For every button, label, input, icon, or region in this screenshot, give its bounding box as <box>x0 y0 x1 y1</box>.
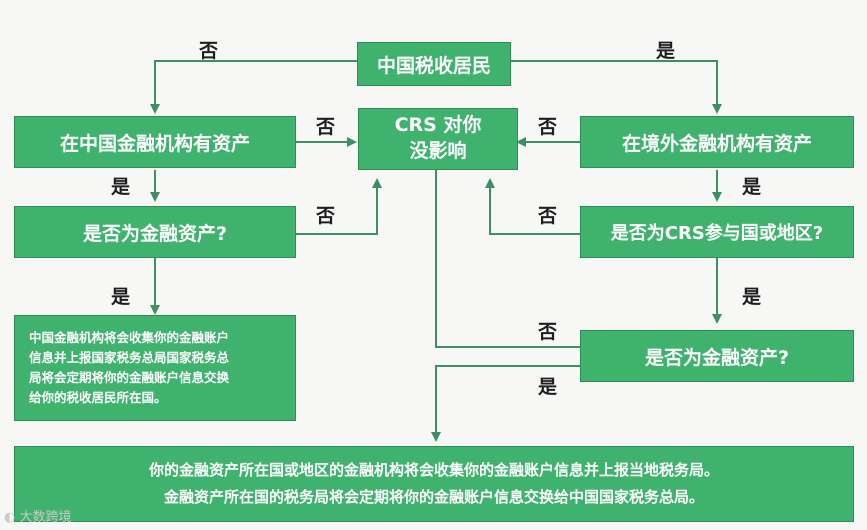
left-note-line-4: 给你的税收居民所在国。 <box>29 390 167 406</box>
left-note-line-3: 局将会定期将你的金融账户信息交换 <box>29 370 230 385</box>
arrow-right-financial-yes-to-bottom <box>431 365 580 442</box>
node-left-is-financial-asset-text: 是否为金融资产? <box>82 222 228 245</box>
label-yes-right-1: 是 <box>742 176 762 198</box>
label-yes-right-financial: 是 <box>538 376 558 398</box>
node-left-is-financial-asset: 是否为金融资产? <box>14 206 296 258</box>
bottom-outcome-line-2: 金融资产所在国的税务局将会定期将你的金融账户信息交换给中国国家税务总局。 <box>163 488 704 506</box>
label-no-left-financial: 否 <box>316 205 336 227</box>
arrow-participant-no-to-crs <box>485 178 580 235</box>
node-crs-no-effect: CRS 对你 没影响 <box>358 108 518 170</box>
node-crs-participant-text: 是否为CRS参与国或地区? <box>610 223 824 244</box>
node-china-assets-text: 在中国金融机构有资产 <box>59 132 250 155</box>
label-no-right-participant: 否 <box>538 205 558 227</box>
node-overseas-assets: 在境外金融机构有资产 <box>580 116 854 168</box>
watermark-logo: ◐ 大数跨境 <box>4 506 72 525</box>
arrow-financial-no-to-crs <box>296 178 382 235</box>
node-right-is-financial-asset-text: 是否为金融资产? <box>644 346 790 369</box>
label-yes-left-1: 是 <box>111 176 131 198</box>
watermark-text: 大数跨境 <box>19 510 72 525</box>
label-no-china-to-crs: 否 <box>316 116 336 138</box>
node-crs-no-effect-line2: 没影响 <box>409 140 467 162</box>
node-right-is-financial-asset: 是否为金融资产? <box>580 330 854 382</box>
bottom-outcome-line-1: 你的金融资产所在国或地区的金融机构将会收集你的金融账户信息并上报当地税务局。 <box>148 461 719 479</box>
node-left-note: 中国金融机构将会收集你的金融账户 信息并上报国家税务总局国家税务总 局将会定期将… <box>14 315 296 421</box>
node-crs-no-effect-line1: CRS 对你 <box>394 114 482 137</box>
label-yes-top: 是 <box>656 40 676 62</box>
left-note-line-1: 中国金融机构将会收集你的金融账户 <box>29 329 230 345</box>
node-china-tax-resident-text: 中国税收居民 <box>376 54 491 77</box>
left-note-line-2: 信息并上报国家税务总局国家税务总 <box>29 349 230 365</box>
watermark-icon: ◐ <box>4 510 16 525</box>
label-no-top: 否 <box>199 40 219 62</box>
label-no-right-financial: 否 <box>538 321 558 343</box>
label-yes-right-2: 是 <box>742 286 762 308</box>
node-china-tax-resident: 中国税收居民 <box>357 42 511 86</box>
arrow-resident-to-overseas <box>511 60 722 114</box>
arrow-resident-to-china <box>150 60 357 114</box>
node-crs-participant: 是否为CRS参与国或地区? <box>580 206 854 258</box>
node-china-assets: 在中国金融机构有资产 <box>14 116 296 168</box>
label-yes-left-2: 是 <box>111 286 131 308</box>
node-overseas-assets-text: 在境外金融机构有资产 <box>621 132 812 155</box>
node-bottom-outcome: 你的金融资产所在国或地区的金融机构将会收集你的金融账户信息并上报当地税务局。 金… <box>14 446 854 522</box>
label-no-overseas-to-crs: 否 <box>538 116 558 138</box>
line-crs-to-right-financial <box>435 170 580 348</box>
